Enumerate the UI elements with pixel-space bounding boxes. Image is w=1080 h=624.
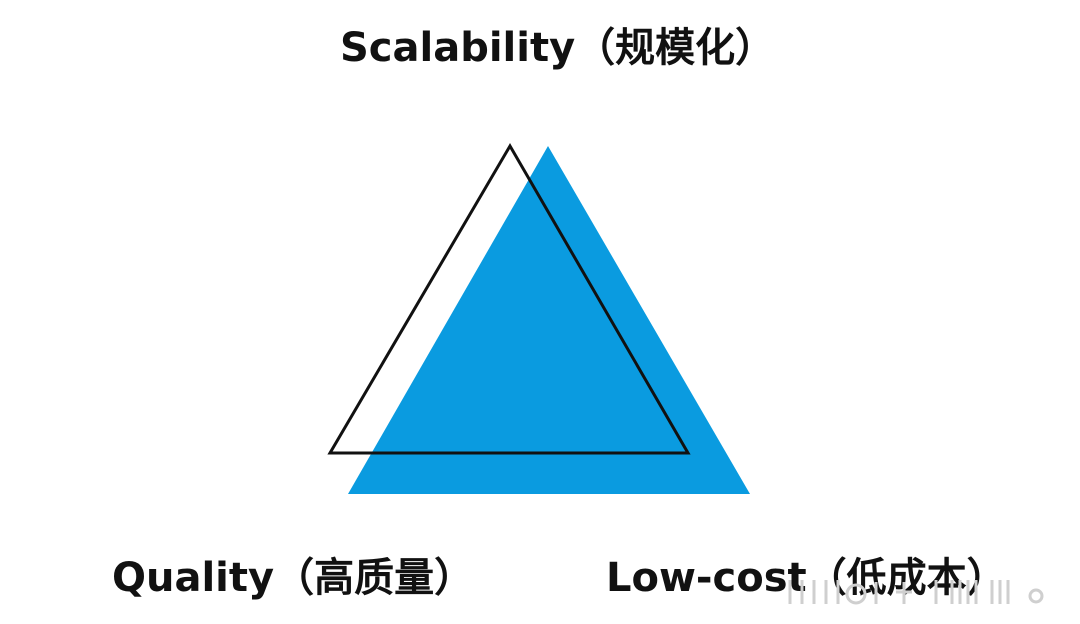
blue-filled-triangle xyxy=(348,146,750,494)
top-label-scalability: Scalability（规模化） xyxy=(340,25,776,71)
bottom-right-label-low-cost: Low-cost（低成本） xyxy=(606,555,1007,601)
bottom-left-label-quality: Quality（高质量） xyxy=(112,555,475,601)
black-outline-triangle xyxy=(327,143,691,455)
corner-watermark xyxy=(788,580,1044,605)
